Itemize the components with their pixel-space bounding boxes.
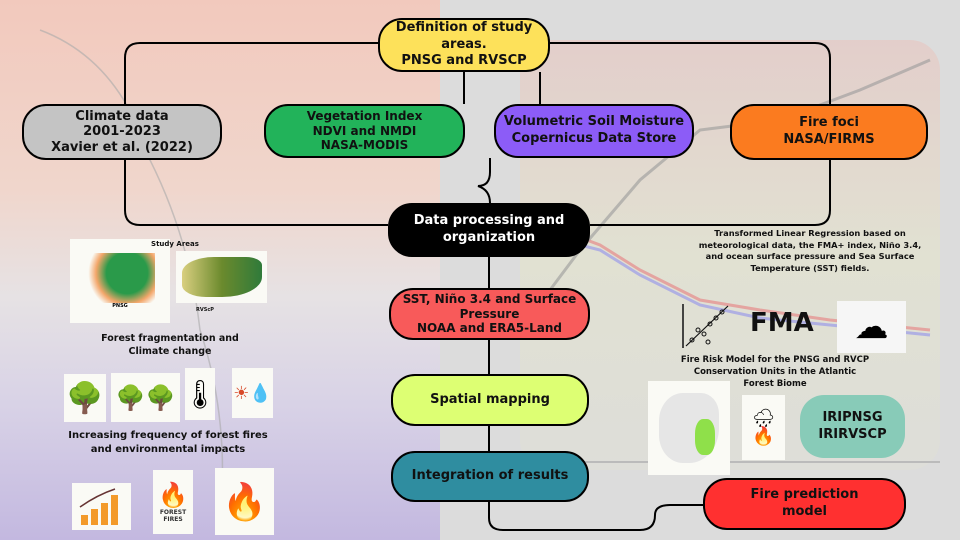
fire-icon: 🔥 — [752, 425, 775, 447]
flame-icon: 🔥 — [158, 481, 188, 509]
storm-fire-icon: 🌧🔥 — [742, 395, 785, 460]
rvscp-map-image — [176, 251, 267, 303]
label: Integration of results — [411, 468, 569, 484]
frequency-text: Increasing frequency of forest fires and… — [68, 430, 268, 455]
rain-cloud-icon: ☁ — [837, 301, 906, 353]
thermometer-icon: 🌡 — [182, 368, 218, 420]
label: NOAA and ERA5-Land — [416, 321, 562, 336]
brazil-shape — [659, 393, 719, 463]
label: organization — [442, 230, 536, 245]
brazil-map-image — [648, 381, 730, 475]
pnsg-label: PNSG — [112, 303, 128, 309]
integration-box: Integration of results — [391, 451, 589, 502]
sun-drought-icon: ☀💧 — [232, 368, 273, 418]
label: Vegetation Index — [306, 109, 423, 124]
forest-fires-label: FOREST FIRES — [159, 509, 187, 523]
pnsg-map-image: PNSG — [70, 239, 170, 323]
label: Pressure — [459, 306, 520, 321]
label: Spatial mapping — [430, 391, 550, 407]
forest-fires-icon: 🔥 FOREST FIRES — [153, 470, 193, 534]
label: NDVI and NMDI — [312, 123, 417, 138]
atlantic-forest-area — [695, 419, 715, 455]
index-irirvscp: IRIRVSCP — [818, 426, 887, 442]
fma-label: FMA — [750, 308, 814, 338]
label: model — [781, 504, 828, 519]
risk-model-text: Fire Risk Model for the PNSG and RVCP Co… — [680, 355, 870, 389]
label: NASA-MODIS — [320, 138, 409, 153]
rvscp-map-shape — [181, 257, 262, 297]
label: Definition of study areas. — [395, 19, 533, 52]
bar-growth-icon — [79, 487, 118, 525]
label: Data processing and — [413, 213, 565, 229]
scatter-plot-icon — [680, 302, 730, 350]
label: Climate data — [75, 108, 169, 124]
label: Volumetric Soil Moisture — [503, 114, 685, 130]
label: Xavier et al. (2022) — [51, 139, 193, 155]
label: Fire foci — [799, 115, 859, 131]
label: PNSG and RVSCP — [401, 53, 527, 69]
study-areas-definition-box: Definition of study areas.PNSG and RVSCP — [378, 18, 550, 72]
regression-text: Transformed Linear Regression based on m… — [698, 228, 922, 273]
label: Copernicus Data Store — [511, 131, 677, 146]
fragmentation-text: Forest fragmentation and Climate change — [101, 333, 239, 357]
spatial-mapping-box: Spatial mapping — [391, 374, 589, 426]
burning-trees-icon: 🔥 — [215, 468, 274, 535]
label: NASA/FIRMS — [783, 132, 875, 147]
cloud-icon: 🌧 — [752, 407, 775, 429]
study-areas-title: Study Areas — [151, 240, 199, 248]
pnsg-map-shape — [85, 253, 155, 303]
index-iripnsg: IRIPNSG — [822, 409, 883, 425]
label: 2001-2023 — [83, 124, 161, 140]
regression-scatter-icon — [682, 304, 729, 348]
fragmented-forest-icon: 🌳🌳 — [111, 373, 180, 422]
label: SST, Niño 3.4 and Surface — [402, 292, 577, 307]
dead-tree-icon: 🌳 — [64, 374, 106, 422]
label: Fire prediction — [750, 487, 859, 503]
rising-chart-icon — [72, 483, 131, 530]
rvscp-label: RVScP — [196, 307, 214, 313]
